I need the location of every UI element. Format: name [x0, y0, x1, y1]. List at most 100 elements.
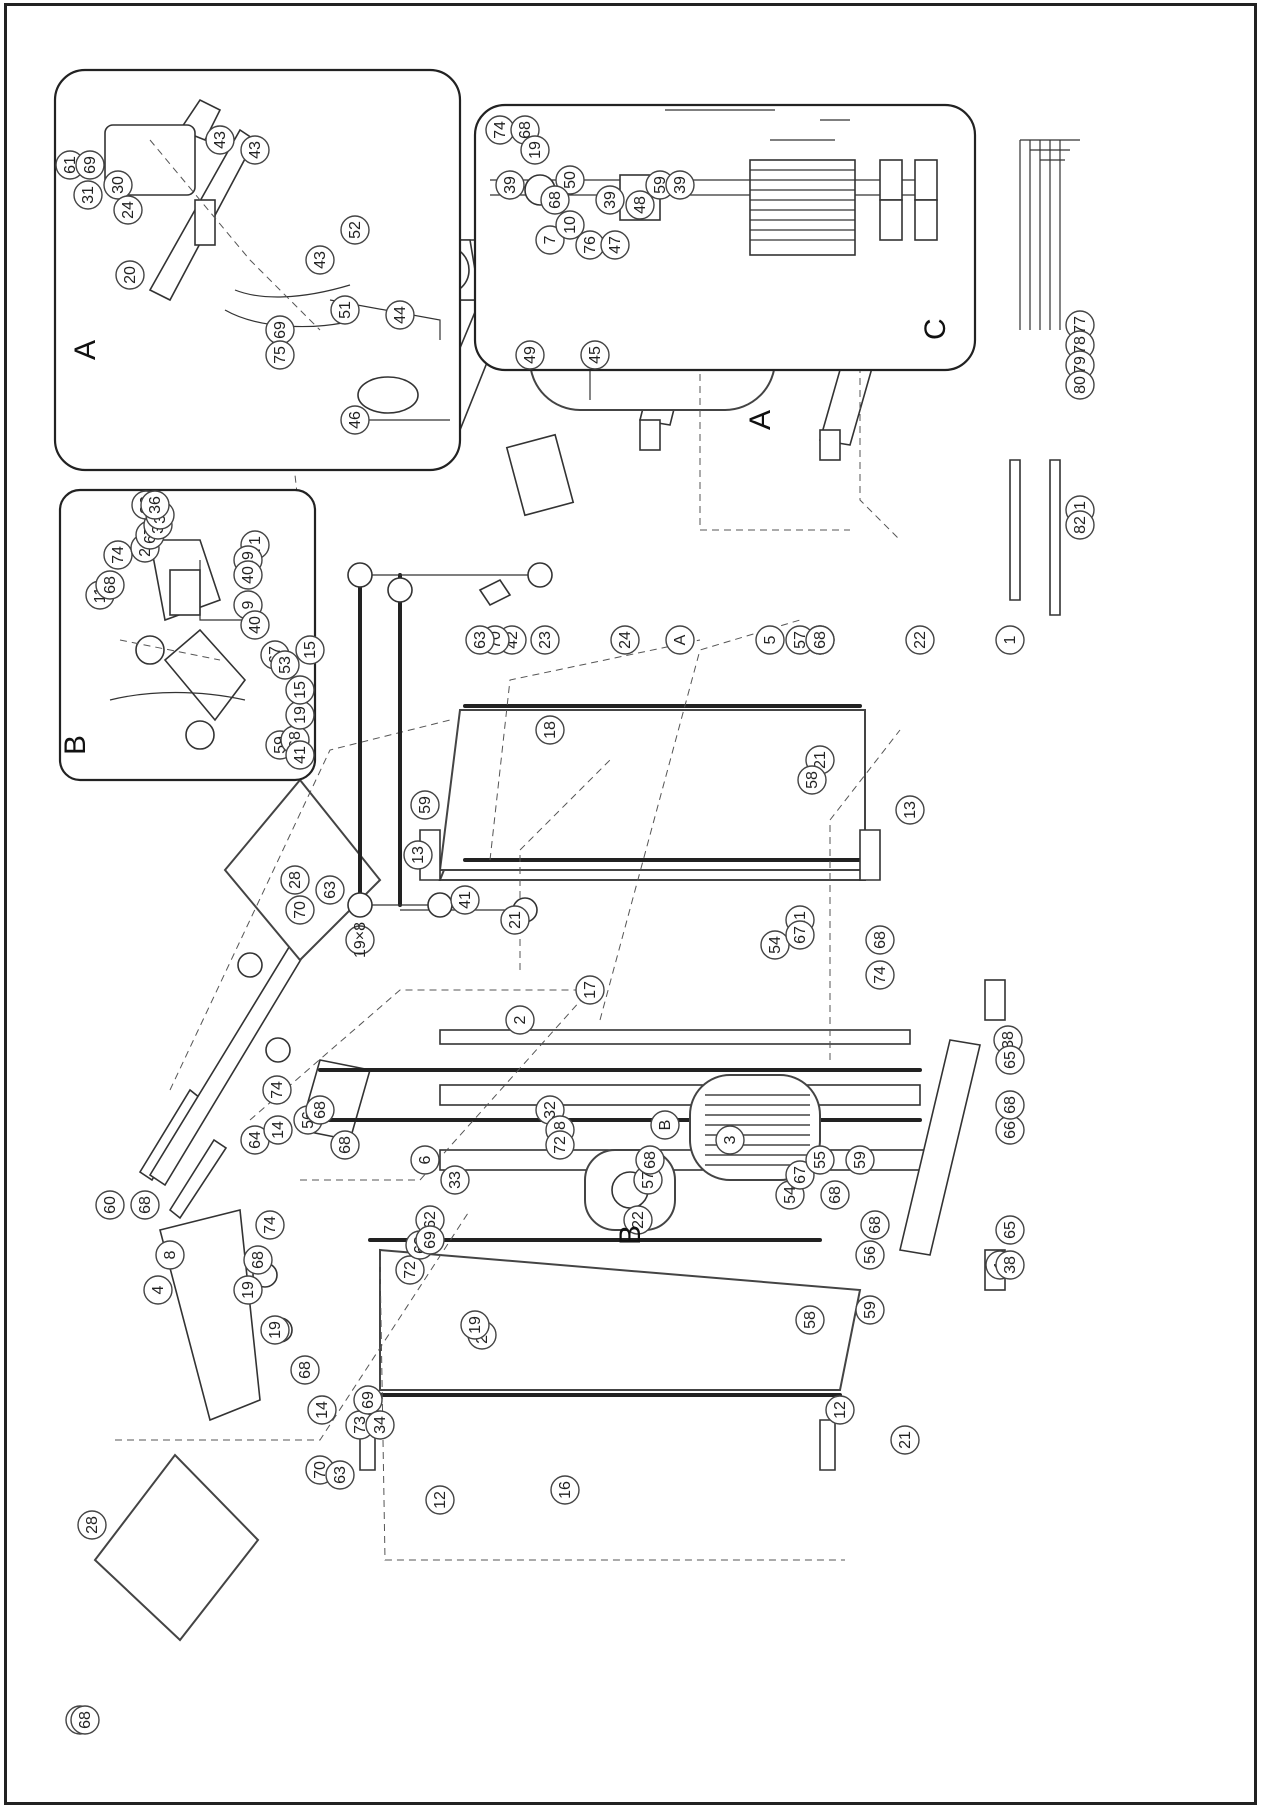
part-44-handle: [357, 376, 419, 414]
callout-number: 68: [867, 1216, 884, 1234]
inset_b-callout-40: 40: [240, 610, 270, 640]
part-18-shroud: [438, 709, 866, 871]
inset_b-callout-68: 68: [95, 570, 125, 600]
main-callout-74: 74: [865, 960, 895, 990]
main-callout-17: 17: [575, 975, 605, 1005]
callout-number: 69: [272, 321, 289, 339]
callout-number: 68: [312, 1101, 329, 1119]
callout-number: 17: [582, 981, 599, 999]
callout-number: 41: [457, 891, 474, 909]
callout-number: 28: [287, 871, 304, 889]
callout-number: 36: [147, 496, 164, 514]
callout-number: 68: [1002, 1096, 1019, 1114]
part-28-shield-left: [93, 1453, 260, 1642]
callout-number: 49: [522, 346, 539, 364]
main-callout-19: 19: [460, 1310, 490, 1340]
main-callout-21: 21: [890, 1425, 920, 1455]
callout-number: 33: [447, 1171, 464, 1189]
main-callout-23: 23: [530, 625, 560, 655]
main-callout-A: A: [665, 625, 695, 655]
main-callout-68: 68: [70, 1705, 100, 1735]
callout-number: 31: [80, 186, 97, 204]
main-callout-34: 34: [365, 1410, 395, 1440]
callout-number: 24: [617, 631, 634, 649]
inset_a-callout-43: 43: [205, 125, 235, 155]
callout-number: 56: [862, 1246, 879, 1264]
callout-number: 12: [832, 1401, 849, 1419]
main-callout-2: 2: [505, 1005, 535, 1035]
callout-number: 58: [802, 1311, 819, 1329]
cable-callout-15: 15: [295, 635, 325, 665]
main-callout-13: 13: [403, 840, 433, 870]
main-letter-a: A: [744, 410, 777, 430]
callout-number: 13: [902, 801, 919, 819]
main-callout-59: 59: [845, 1145, 875, 1175]
main-callout-33: 33: [440, 1165, 470, 1195]
callout-number: 74: [262, 1216, 279, 1234]
main-callout-68: 68: [330, 1130, 360, 1160]
callout-number: 48: [632, 196, 649, 214]
callout-number: 46: [347, 411, 364, 429]
inset_a-callout-69: 69: [75, 150, 105, 180]
callout-number: 2: [512, 1015, 529, 1024]
callout-number: 59: [852, 1151, 869, 1169]
callout-number: 43: [212, 131, 229, 149]
callout-number: A: [672, 634, 689, 645]
callout-number: 38: [1002, 1256, 1019, 1274]
inset_c-callout-10: 10: [555, 210, 585, 240]
callout-labels: 6068846068641456686370287414281968741968…: [55, 115, 1095, 1735]
main-callout-65: 65: [995, 1045, 1025, 1075]
main-callout-68: 68: [865, 925, 895, 955]
callout-number: 15: [302, 641, 319, 659]
inset_b-callout-15: 15: [285, 675, 315, 705]
main-callout-6: 6: [410, 1145, 440, 1175]
callout-number: 40: [247, 616, 264, 634]
main-callout-21: 21: [500, 905, 530, 935]
inset_b-callout-74: 74: [103, 540, 133, 570]
callout-number: 68: [547, 191, 564, 209]
weight-stack-callout-c: [689, 1074, 821, 1181]
callout-number: 7: [542, 235, 559, 244]
callout-number: 43: [312, 251, 329, 269]
main-callout-67: 67: [785, 920, 815, 950]
main-callout-65: 65: [995, 1215, 1025, 1245]
inset_a-callout-69: 69: [265, 315, 295, 345]
callout-number: 74: [492, 121, 509, 139]
callout-number: 21: [812, 751, 829, 769]
main-callout-12: 12: [825, 1395, 855, 1425]
callout-number: 21: [897, 1431, 914, 1449]
callout-number: 70: [312, 1461, 329, 1479]
inset_a-callout-20: 20: [115, 260, 145, 290]
inset_a-callout-31: 31: [73, 180, 103, 210]
cable-callout-41: 41: [450, 885, 480, 915]
callout-number: 44: [392, 306, 409, 324]
main-callout-14: 14: [307, 1395, 337, 1425]
tools-callout-82: 82: [1065, 510, 1095, 540]
callout-number: 30: [110, 176, 127, 194]
callout-number: 74: [110, 546, 127, 564]
callout-number: 45: [587, 346, 604, 364]
inset-c: [473, 103, 977, 372]
tools-callout-77: 77: [1065, 310, 1095, 340]
main-callout-12: 12: [425, 1485, 455, 1515]
inset_a-callout-52: 52: [340, 215, 370, 245]
callout-number: 19: [267, 1321, 284, 1339]
callout-number: 65: [1002, 1051, 1019, 1069]
inset_a-callout-24: 24: [113, 195, 143, 225]
tools-callout-80: 80: [1065, 370, 1095, 400]
callout-number: 72: [552, 1136, 569, 1154]
callout-number: 15: [292, 681, 309, 699]
callout-number: 64: [247, 1131, 264, 1149]
main-callout-54: 54: [760, 930, 790, 960]
main-callout-5: 5: [755, 625, 785, 655]
callout-number: 69: [360, 1391, 377, 1409]
main-callout-68: 68: [305, 1095, 335, 1125]
callout-number: 73: [352, 1416, 369, 1434]
inset_a-callout-75: 75: [265, 340, 295, 370]
callout-number: 68: [102, 576, 119, 594]
inset_c-callout-68: 68: [540, 185, 570, 215]
callout-number: 65: [1002, 1221, 1019, 1239]
